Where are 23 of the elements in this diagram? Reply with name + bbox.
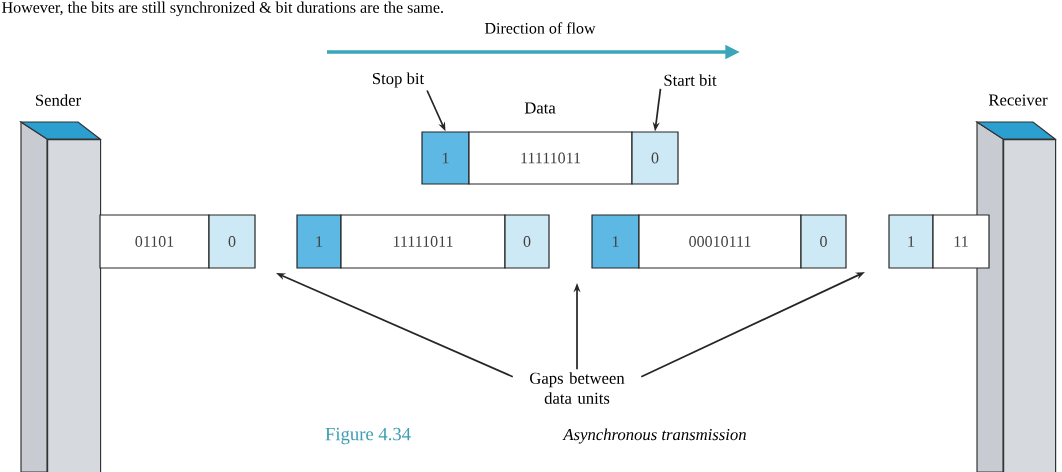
start-bit-cell: 0 (800, 214, 847, 269)
data-cell: 11 (932, 214, 990, 269)
data-cell: 11111011 (340, 214, 506, 269)
data-cell: 00010111 (638, 214, 802, 269)
bit-label: Start bit (664, 74, 717, 86)
arrow-label: Direction of flow (484, 22, 596, 34)
data-cell: 01101 (99, 214, 210, 269)
node-label: Receiver (988, 94, 1048, 106)
figure-number: Figure 4.34 (325, 427, 411, 445)
caption-text: Asynchronous transmission (562, 428, 746, 444)
start-bit-cell: 0 (631, 131, 679, 185)
start-bit-cell: 0 (504, 214, 550, 269)
stop-bit-cell: 1 (296, 214, 342, 269)
node-label: Sender (35, 94, 81, 106)
start-bit-cell: 0 (208, 214, 256, 269)
field-label: Data (524, 102, 556, 114)
sentence-text: However, the bits are still synchronized & bit durations are the same. (2, 1, 443, 17)
data-cell: 11111011 (468, 131, 633, 185)
bit-cell: 1 (888, 214, 934, 269)
bit-label: Stop bit (372, 72, 425, 88)
gap-label: Gaps between data units (530, 372, 625, 404)
stop-bit-cell: 1 (591, 214, 640, 269)
stop-bit-cell: 1 (421, 131, 470, 185)
